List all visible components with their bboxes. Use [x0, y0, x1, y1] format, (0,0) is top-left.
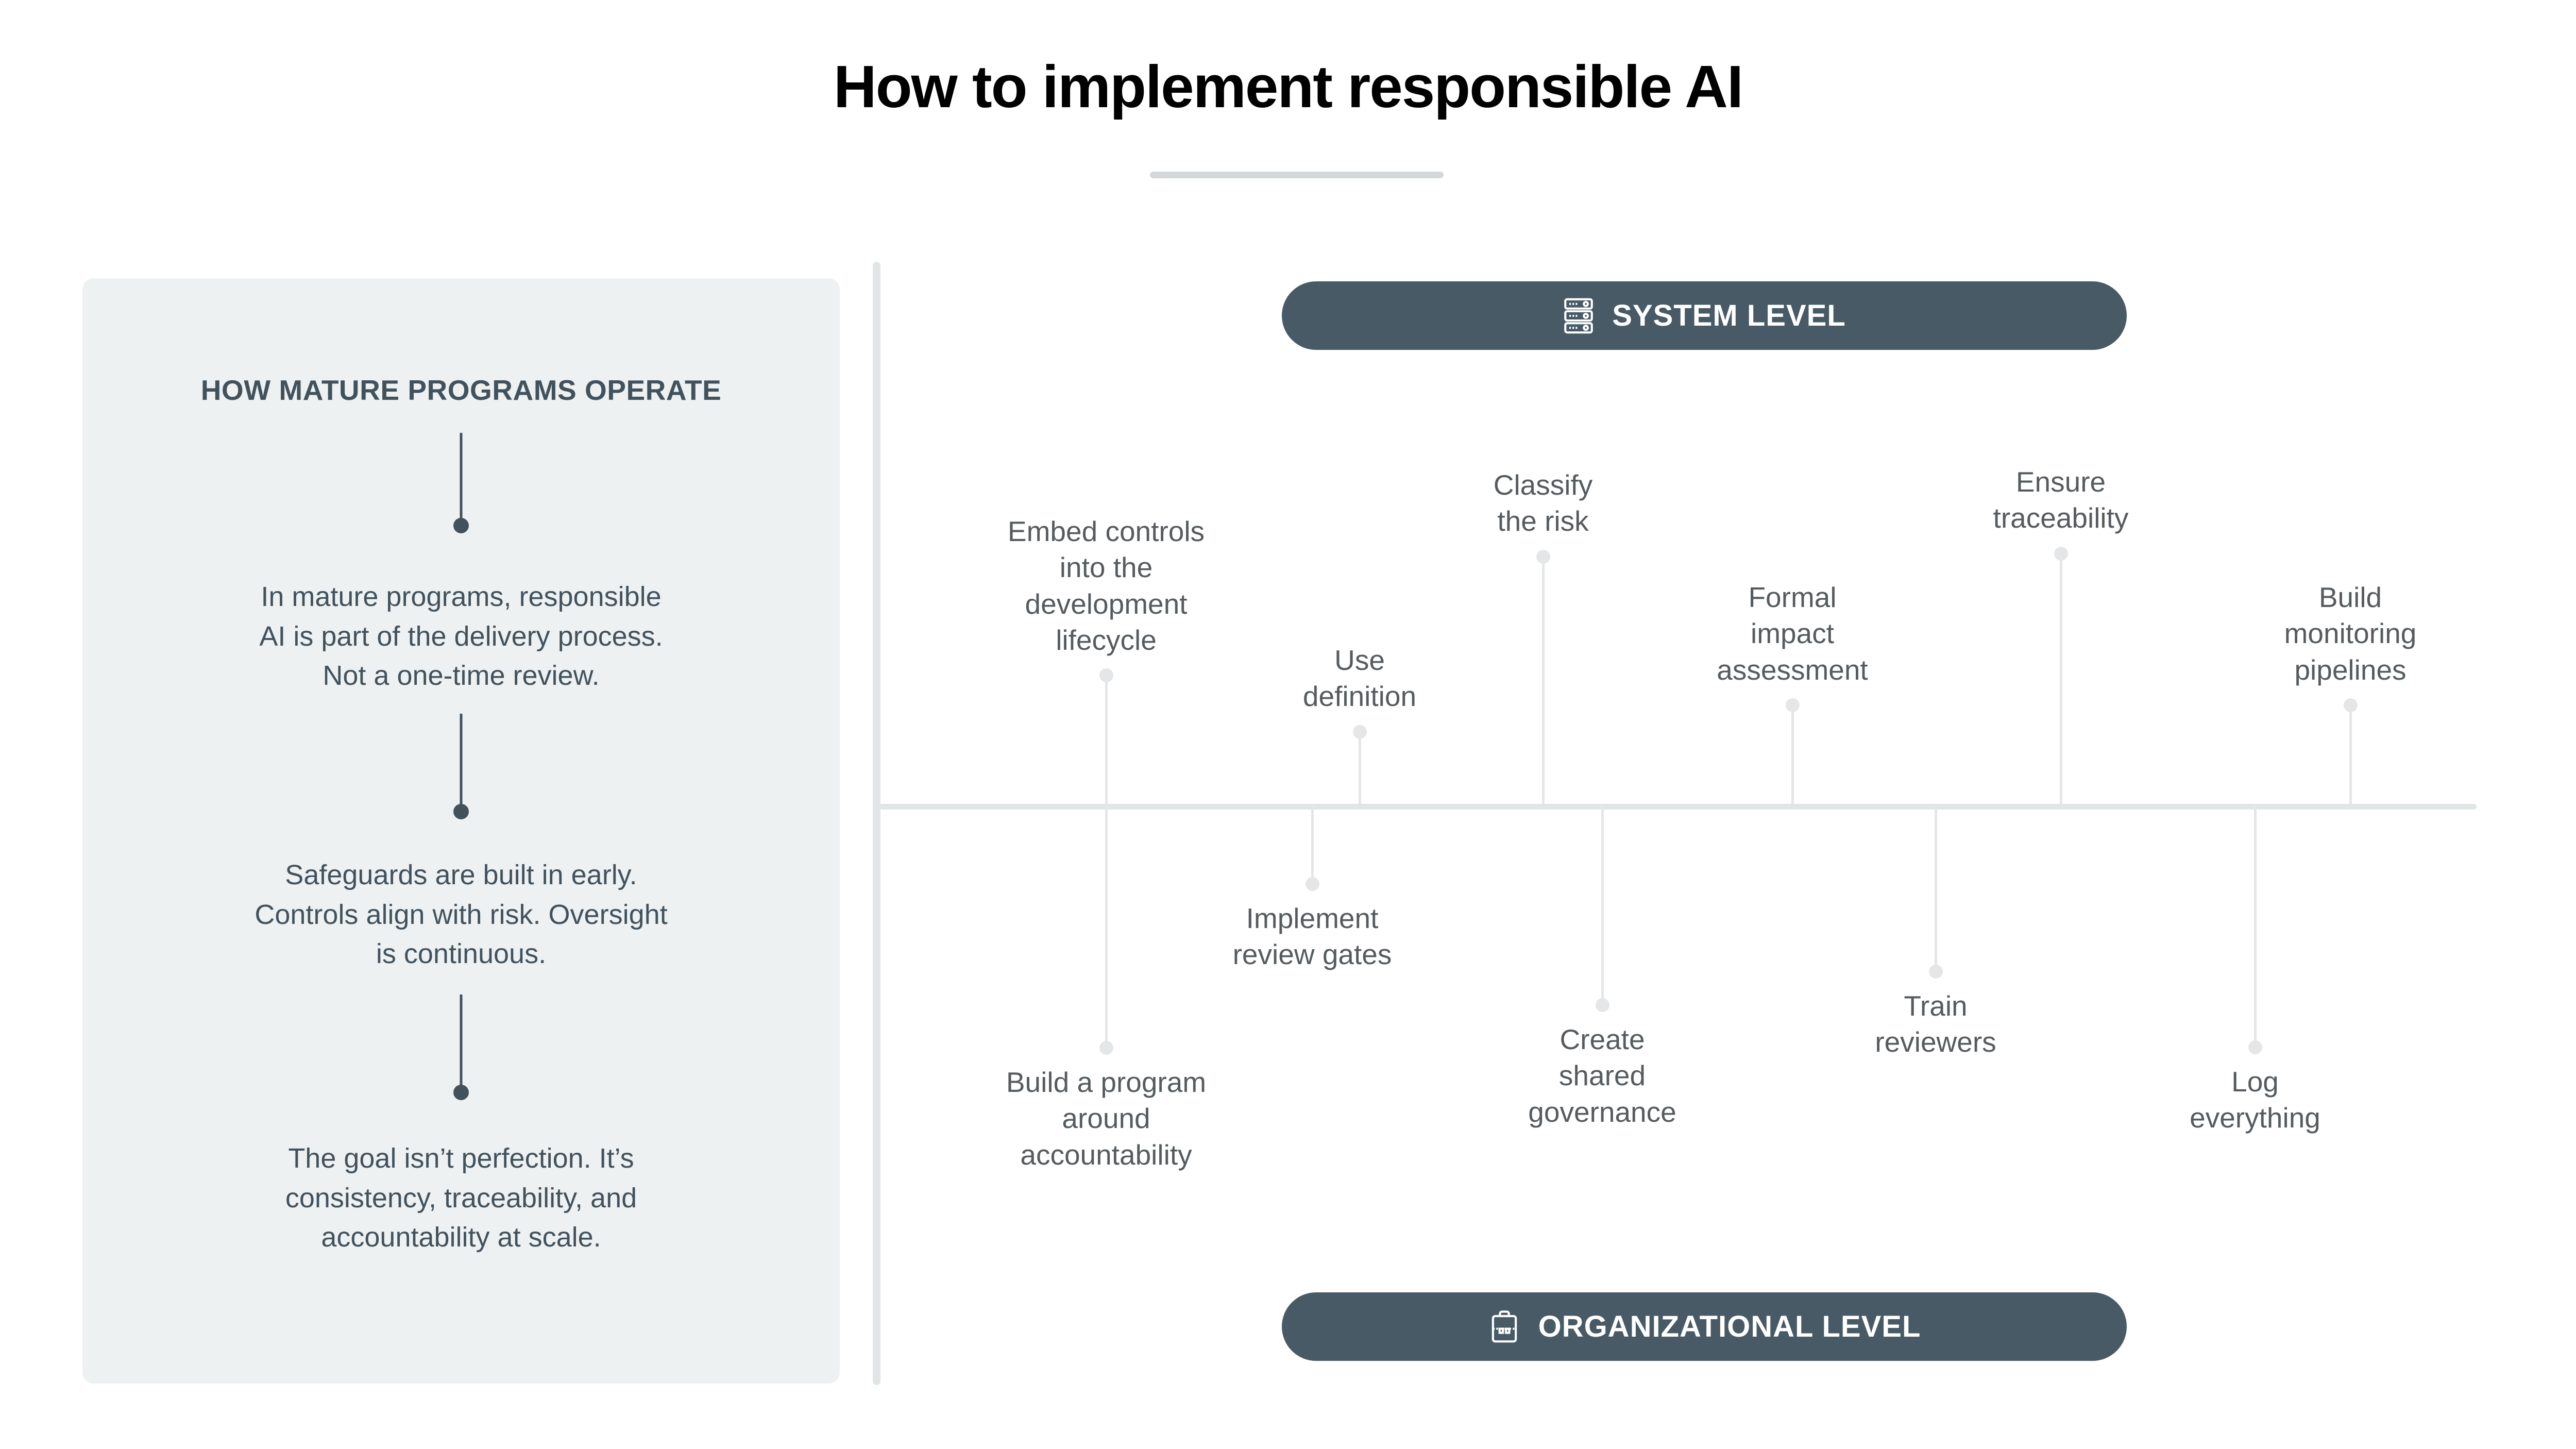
milestone-label: Build monitoring pipelines: [2284, 581, 2417, 686]
maturity-connector-dot-2: [453, 804, 469, 819]
milestone-dot: [2248, 1040, 2262, 1054]
milestone-label: Build a program around accountability: [1006, 1066, 1207, 1171]
milestone-label: Formal impact assessment: [1717, 581, 1868, 686]
server-rack-icon: [1563, 297, 1595, 334]
maturity-step-2-text: Safeguards are built in early. Controls …: [255, 860, 668, 970]
milestone-dot: [1786, 698, 1800, 712]
maturity-connector-dot-3: [453, 1085, 469, 1100]
milestone-label: Embed controls into the development life…: [1007, 515, 1205, 656]
vertical-divider: [873, 262, 880, 1385]
milestone-stem: [1359, 732, 1361, 804]
milestone-dot: [1353, 725, 1367, 739]
maturity-step-3-text: The goal isn’t perfection. It’s consiste…: [285, 1143, 637, 1253]
milestone-dot: [1536, 550, 1550, 564]
milestone-stem: [1601, 804, 1604, 1005]
maturity-step-1: In mature programs, responsible AI is pa…: [82, 577, 840, 696]
organizational-level-label: ORGANIZATIONAL LEVEL: [1538, 1310, 1921, 1343]
milestone-stem: [1105, 675, 1108, 804]
maturity-panel-heading: HOW MATURE PROGRAMS OPERATE: [200, 374, 722, 406]
timeline-axis: [879, 804, 2477, 810]
briefcase-icon: [1488, 1308, 1521, 1345]
maturity-step-3: The goal isn’t perfection. It’s consiste…: [82, 1139, 840, 1257]
milestone-dot: [1929, 965, 1943, 979]
milestone-stem: [1105, 804, 1108, 1048]
system-level-pill[interactable]: SYSTEM LEVEL: [1282, 281, 2127, 350]
milestone-label: Log everything: [2190, 1066, 2320, 1134]
milestone-stem: [1935, 804, 1937, 971]
milestone-dot: [1306, 877, 1319, 891]
milestone-label: Implement review gates: [1232, 902, 1392, 971]
maturity-connector-dot-1: [453, 518, 469, 533]
milestone-label: Train reviewers: [1875, 990, 1996, 1058]
page-title: How to implement responsible AI: [833, 53, 1743, 120]
title-divider-rule: [1150, 172, 1444, 178]
milestone-dot: [2344, 698, 2358, 712]
milestone-stem: [2060, 553, 2062, 804]
milestone-dot: [2054, 547, 2068, 561]
milestone-stem: [1311, 804, 1314, 884]
milestone-label: Use definition: [1302, 644, 1417, 713]
maturity-connector-line-1: [460, 433, 463, 526]
milestone-stem: [1542, 557, 1545, 804]
maturity-connector-line-2: [460, 714, 463, 812]
maturity-panel: HOW MATURE PROGRAMS OPERATE In mature pr…: [82, 278, 840, 1384]
milestone-dot: [1099, 668, 1113, 682]
milestone-dot: [1596, 998, 1609, 1012]
organizational-level-pill[interactable]: ORGANIZATIONAL LEVEL: [1282, 1292, 2127, 1361]
milestone-label: Ensure traceability: [1993, 466, 2129, 534]
milestone-dot: [1099, 1041, 1113, 1055]
milestone-label: Create shared governance: [1528, 1023, 1676, 1128]
milestone-stem: [1791, 705, 1794, 804]
maturity-connector-line-3: [460, 995, 463, 1092]
milestone-stem: [2254, 804, 2257, 1047]
milestone-stem: [2349, 705, 2352, 804]
maturity-step-1-text: In mature programs, responsible AI is pa…: [259, 581, 663, 692]
system-level-label: SYSTEM LEVEL: [1612, 299, 1846, 332]
milestone-label: Classify the risk: [1493, 469, 1593, 537]
maturity-step-2: Safeguards are built in early. Controls …: [82, 855, 840, 974]
